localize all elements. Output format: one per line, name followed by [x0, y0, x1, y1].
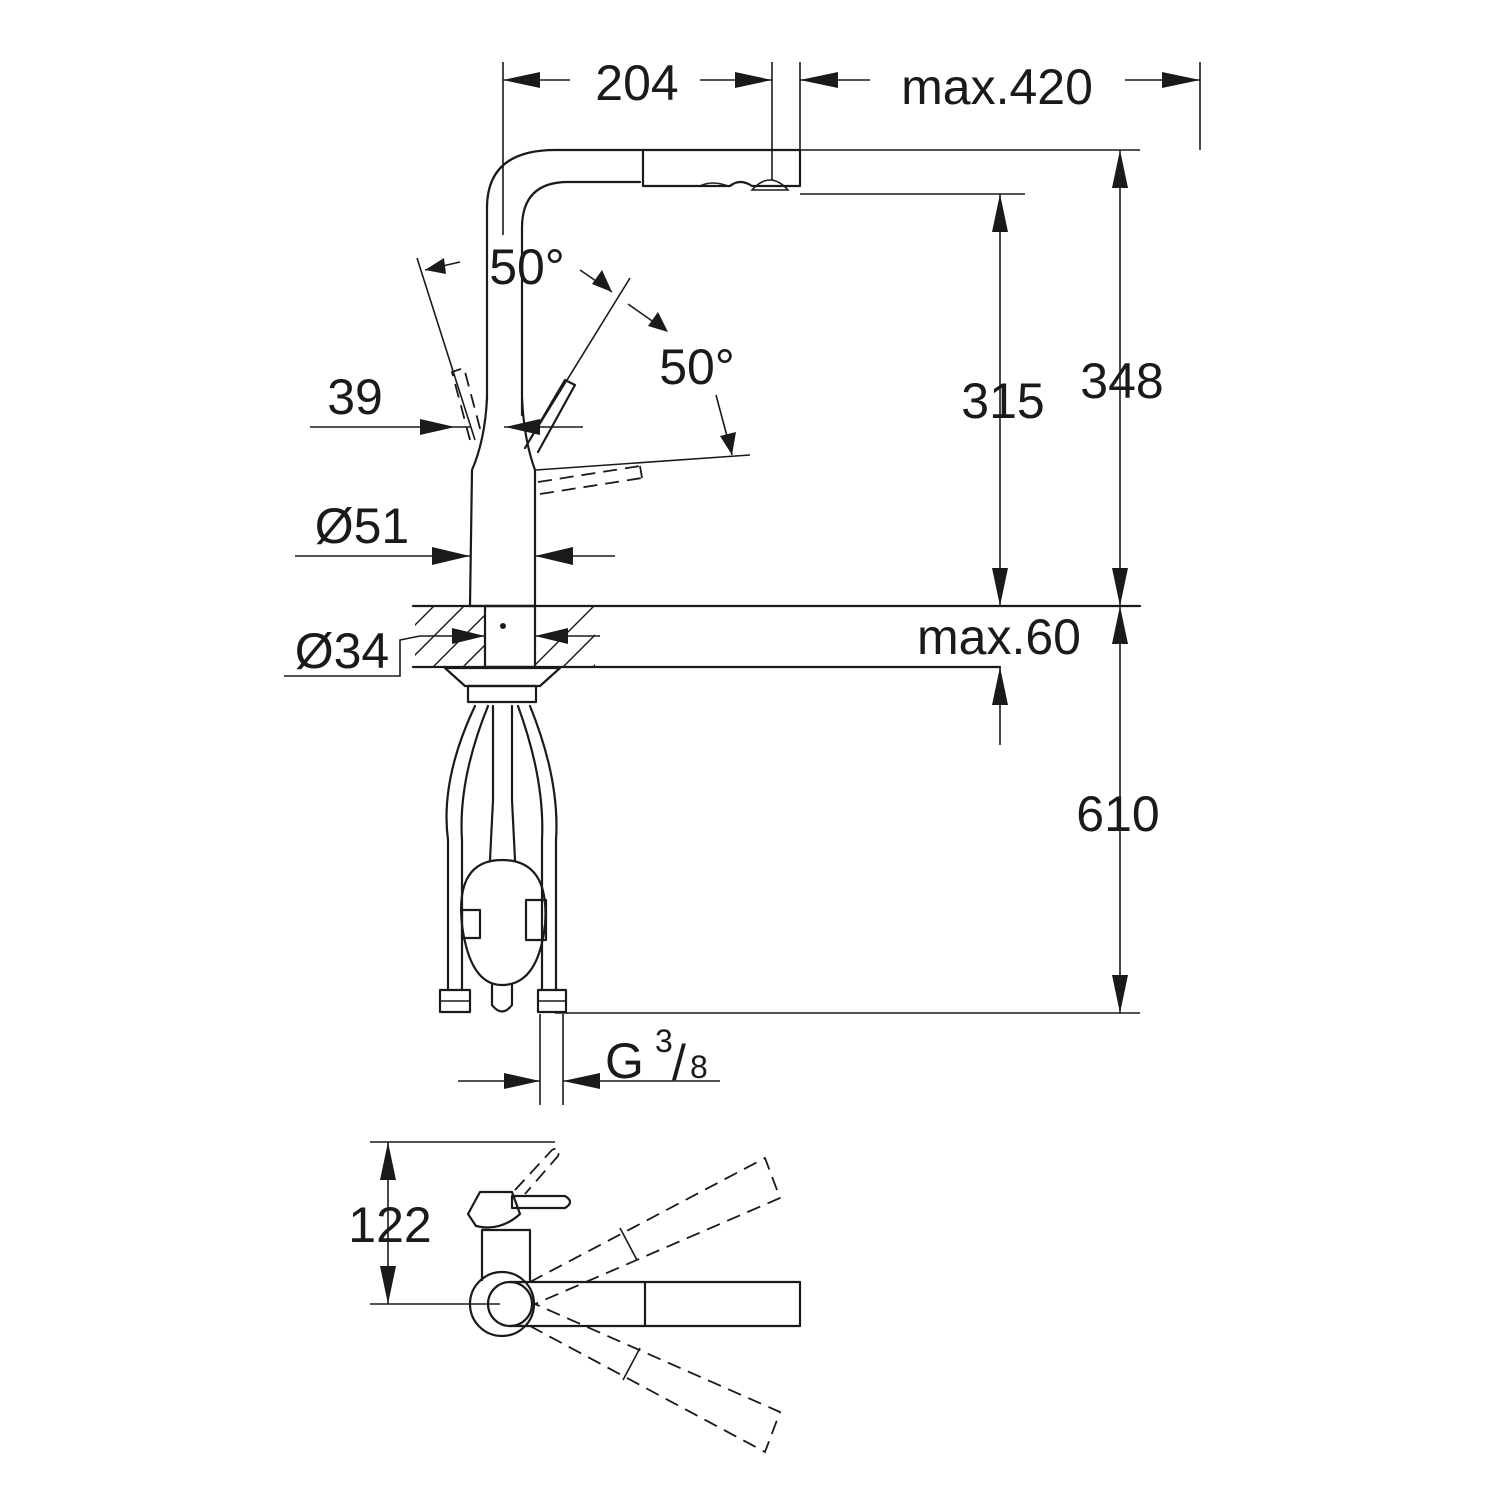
dim-thread-denominator: 8 [690, 1049, 708, 1085]
spout-inner [520, 180, 642, 417]
dim-angle-left: 50° [489, 239, 565, 295]
lever-left-position [450, 366, 483, 441]
dim-top-depth: 122 [348, 1197, 431, 1253]
hose-left [445, 704, 490, 992]
counterweight [460, 858, 547, 987]
swivel-up-position [529, 1156, 782, 1305]
lever-handle [523, 378, 577, 454]
swivel-down-position [529, 1303, 782, 1454]
faucet-top-view [370, 1141, 802, 1454]
dim-lever-offset: 39 [327, 369, 383, 425]
spray-nozzle [750, 179, 790, 191]
dim-pullout-reach: max.420 [901, 59, 1093, 115]
hose-right [516, 704, 558, 992]
top-lever [510, 1194, 572, 1210]
top-dimension-lines [502, 62, 1201, 235]
dim-thread-prefix: G [605, 1033, 644, 1089]
top-spout [508, 1280, 802, 1328]
pullout-head [641, 148, 802, 188]
mounting-nut [443, 666, 562, 688]
top-body-outer [468, 1270, 536, 1338]
dim-total-height: 348 [1080, 353, 1163, 409]
mounting-shank [483, 604, 537, 669]
dim-spout-offset: 204 [595, 55, 678, 111]
dim-thread-slash: / [672, 1035, 686, 1091]
spout-outer [485, 148, 802, 402]
dim-hole-diameter: Ø34 [295, 623, 390, 679]
right-dimension-lines [555, 149, 1140, 1014]
dim-thread-numerator: 3 [655, 1023, 673, 1059]
dim-body-diameter: Ø51 [315, 498, 410, 554]
dim-below-deck: 610 [1076, 786, 1159, 842]
dim-outlet-height: 315 [961, 373, 1044, 429]
dim-deck-thickness: max.60 [917, 609, 1081, 665]
dim-angle-right: 50° [659, 339, 735, 395]
spray-hose [488, 704, 517, 862]
lever-down-position [537, 465, 643, 495]
faucet-side-view [284, 148, 1142, 1105]
